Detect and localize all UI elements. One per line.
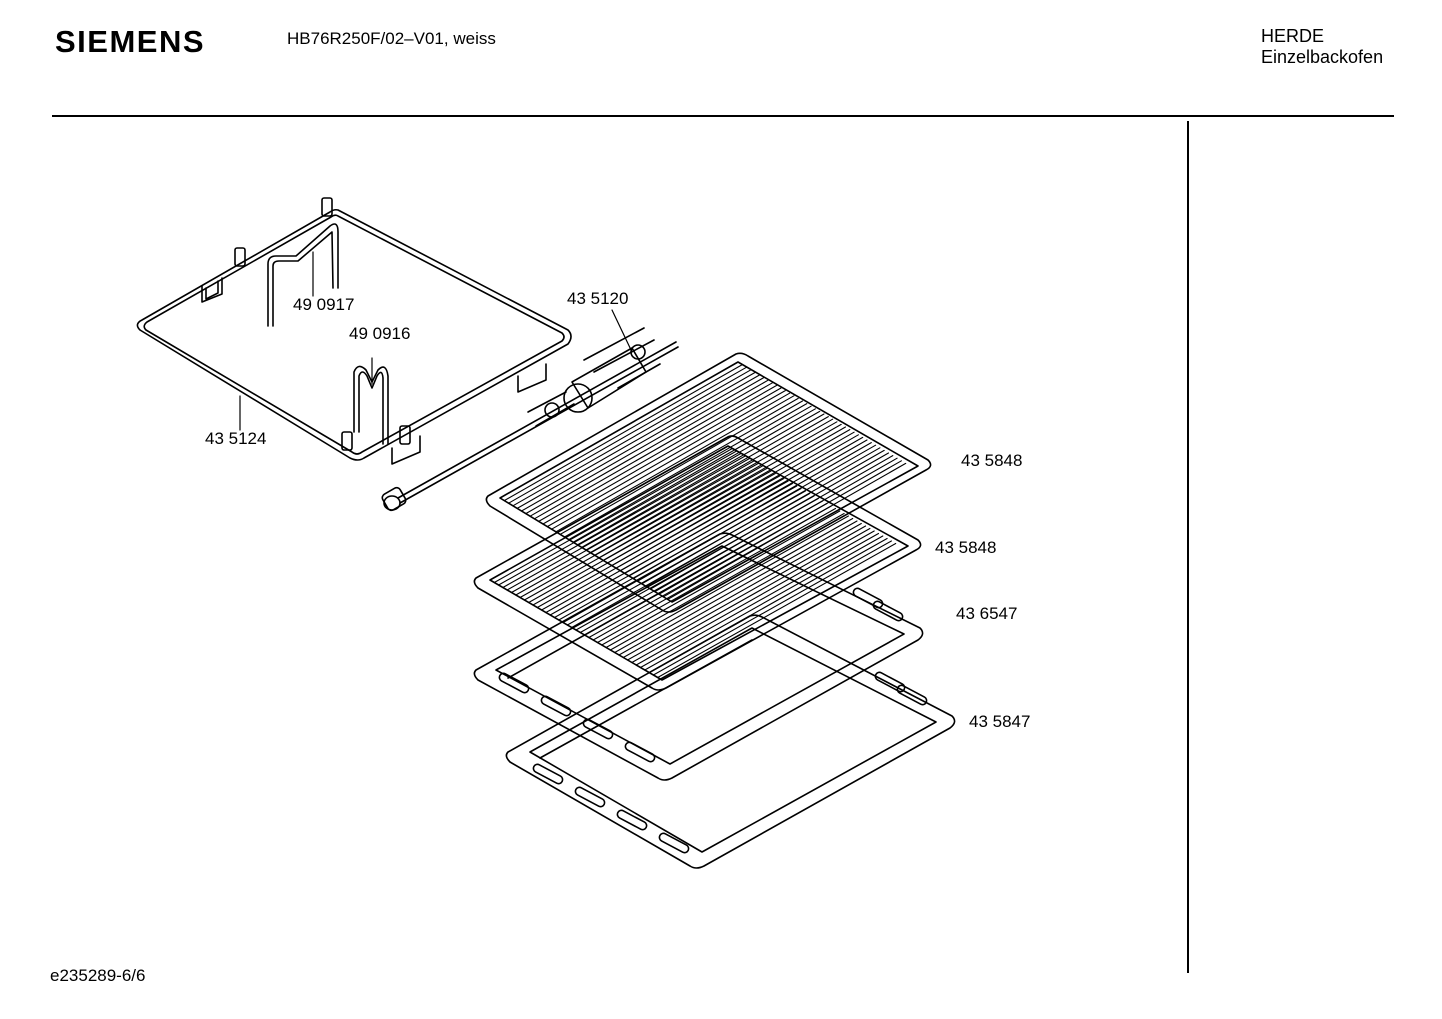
grid-bar <box>571 492 811 629</box>
grid-bar <box>657 542 897 679</box>
grid-bar <box>529 379 769 517</box>
grid-bar <box>589 416 829 554</box>
grid-bar <box>639 532 880 669</box>
grid-bar <box>542 387 782 525</box>
grid-bar <box>644 535 884 671</box>
grid-bar <box>549 480 789 616</box>
grid-bar <box>555 395 795 533</box>
grid-bar <box>520 374 761 512</box>
grid-bar <box>652 540 892 676</box>
document-id: e235289-6/6 <box>50 966 146 985</box>
grid-bar <box>568 403 808 541</box>
part-label: 43 5847 <box>969 712 1031 731</box>
grid-bar <box>519 462 759 599</box>
leader-lines <box>239 251 633 431</box>
grid-bar <box>579 497 819 634</box>
grid-bar <box>546 390 786 528</box>
grid-bar <box>596 507 837 644</box>
grid-bar <box>503 364 743 502</box>
grid-bar <box>502 452 742 589</box>
wire-frame-shelf <box>136 197 572 465</box>
grid-bar <box>622 522 862 659</box>
category-sub: Einzelbackofen <box>1261 47 1384 67</box>
grid-bar <box>493 447 733 584</box>
side-divider <box>1187 121 1189 973</box>
grid-bar <box>525 377 765 515</box>
grid-bar <box>563 400 804 538</box>
grid-bar <box>627 525 867 661</box>
category-main: HERDE <box>1261 26 1325 46</box>
grid-bar <box>618 520 858 656</box>
wire-insert-490917 <box>267 223 339 327</box>
part-label: 49 0916 <box>349 324 411 343</box>
grid-bar <box>558 485 798 621</box>
header-divider <box>52 115 1394 117</box>
grid-bar <box>572 405 812 543</box>
grid-bar <box>592 505 832 641</box>
grid-bar <box>575 495 815 631</box>
grid-shelf-upper <box>485 352 932 613</box>
grid-bar <box>614 517 854 654</box>
grid-bar <box>515 460 755 596</box>
grid-bar <box>588 502 828 639</box>
part-label: 43 5124 <box>205 429 267 448</box>
grid-bar <box>605 512 845 649</box>
baking-tray <box>473 532 924 781</box>
grid-bar <box>631 527 871 664</box>
grid-bar <box>559 397 799 535</box>
brand-logo: SIEMENS <box>55 24 206 59</box>
grid-bar <box>601 510 841 646</box>
grid-bar <box>523 465 763 601</box>
grid-bar <box>594 418 834 556</box>
category-block: HERDE Einzelbackofen <box>1261 26 1383 68</box>
grid-bar <box>532 470 772 606</box>
grid-bar <box>541 475 781 611</box>
wire-insert-490916 <box>353 365 389 445</box>
grid-bar <box>538 384 778 522</box>
grid-bar <box>536 472 776 609</box>
part-label: 49 0917 <box>293 295 355 314</box>
grid-bar <box>609 515 849 651</box>
grid-bar <box>533 382 773 520</box>
grid-bar <box>551 392 791 530</box>
grid-bar <box>545 477 785 614</box>
grid-bar <box>510 457 751 594</box>
deep-tray <box>505 614 956 869</box>
grid-bar <box>585 413 825 551</box>
grid-bar <box>506 455 746 591</box>
grid-bar <box>581 410 821 548</box>
grid-bar <box>498 450 738 586</box>
grid-bar <box>576 408 816 546</box>
part-label: 43 5848 <box>935 538 997 557</box>
grid-bar <box>553 482 794 619</box>
part-label: 43 5120 <box>567 289 629 308</box>
part-label: 43 6547 <box>956 604 1018 623</box>
grid-bar <box>516 371 756 509</box>
grid-bar <box>528 467 768 604</box>
grid-bar <box>566 490 806 626</box>
grid-bar <box>508 366 748 504</box>
grid-bar <box>512 369 752 507</box>
model-number: HB76R250F/02–V01, weiss <box>287 29 496 48</box>
grid-bar <box>635 530 875 666</box>
rotisserie-spit <box>381 327 679 512</box>
part-label: 43 5848 <box>961 451 1023 470</box>
